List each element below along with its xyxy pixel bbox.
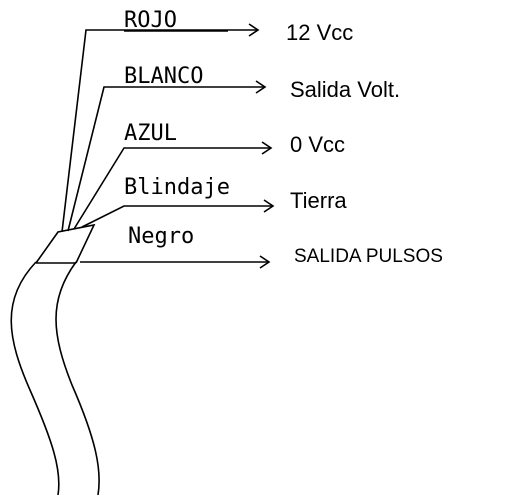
wire-negro: Negro SALIDA PULSOS [80,224,443,269]
wire-rojo-label: ROJO [124,8,177,33]
cable [10,223,100,495]
wire-blanco-arrowhead [255,80,267,94]
wire-negro-label: Negro [128,224,194,249]
wire-azul-lead [73,147,270,230]
cable-left-outline [10,261,60,495]
wire-blanco-signal: Salida Volt. [290,77,400,102]
wire-blindaje: Blindaje Tierra [81,175,347,228]
wire-azul-label: AZUL [124,121,177,146]
cable-right-outline [55,261,100,495]
wire-blindaje-signal: Tierra [290,188,347,213]
cable-jacket [35,223,96,264]
wire-negro-signal: SALIDA PULSOS [294,246,443,267]
wire-azul-signal: 0 Vcc [290,132,345,157]
wire-blanco: BLANCO Salida Volt. [67,64,400,232]
wire-blindaje-label: Blindaje [124,175,230,200]
wire-blanco-lead [67,86,264,232]
wire-blindaje-arrowhead [263,199,275,213]
wire-rojo-lead [61,29,257,233]
wire-blindaje-lead [81,205,272,228]
wire-rojo-signal: 12 Vcc [286,20,353,45]
wire-rojo: ROJO 12 Vcc [61,8,353,233]
wire-negro-arrowhead [259,255,271,269]
wire-azul: AZUL 0 Vcc [73,121,345,230]
wire-blanco-label: BLANCO [124,64,203,89]
wire-azul-arrowhead [261,141,273,155]
wire-rojo-arrowhead [248,23,260,37]
